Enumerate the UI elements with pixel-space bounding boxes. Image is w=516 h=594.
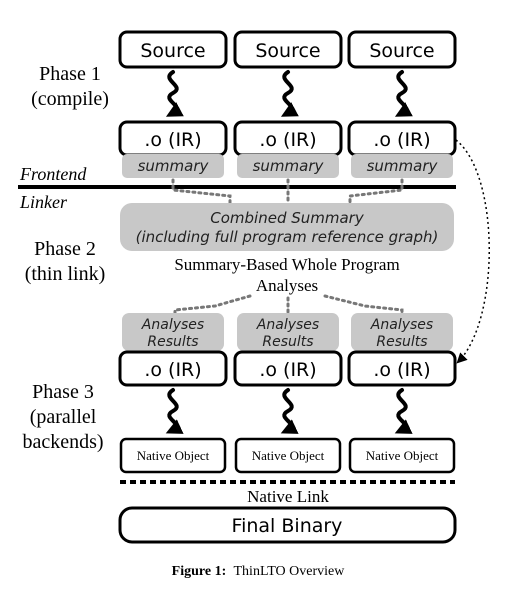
analyses-results-line-2b: Results <box>262 334 313 350</box>
phase-2-subtitle: (thin link) <box>25 263 106 285</box>
analyses-results-line-3a: Analyses <box>370 317 433 333</box>
source-box-1: Source <box>118 30 228 69</box>
summary-label-1: summary <box>138 157 210 175</box>
final-binary-label: Final Binary <box>232 515 343 537</box>
ir-object-box-1: .o (IR) <box>118 120 228 157</box>
analyses-link-3 <box>323 294 404 316</box>
ir-object-label-3: .o (IR) <box>373 129 430 151</box>
linker-label: Linker <box>19 192 68 212</box>
figure-caption-text: ThinLTO Overview <box>234 564 346 579</box>
combined-summary-subtitle: (including full program reference graph) <box>136 228 439 246</box>
phase-1-subtitle: (compile) <box>31 88 109 110</box>
native-link-label: Native Link <box>247 487 329 506</box>
whole-program-analyses-line-2: Analyses <box>256 276 318 295</box>
compile-arrow-1 <box>165 70 184 117</box>
summary-pill-2: summary <box>237 154 339 178</box>
backend-arrow-1 <box>165 388 184 434</box>
native-object-box-2: Native Object <box>234 437 342 474</box>
analyses-link-1 <box>173 294 252 316</box>
ir-backend-label-1: .o (IR) <box>144 359 201 381</box>
ir-backend-box-2: .o (IR) <box>233 350 343 387</box>
analyses-results-line-1a: Analyses <box>141 317 204 333</box>
summary-label-3: summary <box>367 157 439 175</box>
figure-caption: Figure 1: ThinLTO Overview <box>172 564 346 579</box>
ir-object-label-2: .o (IR) <box>259 129 316 151</box>
phase-1-label: Phase 1 (compile) <box>31 63 109 110</box>
backend-arrow-3 <box>394 388 413 434</box>
summary-link-1 <box>171 178 232 205</box>
compile-arrow-2 <box>280 70 299 117</box>
source-label-3: Source <box>369 40 434 62</box>
source-box-2: Source <box>233 30 343 69</box>
native-object-box-1: Native Object <box>119 437 227 474</box>
ir-object-label-1: .o (IR) <box>144 129 201 151</box>
ir-passthrough-arrow <box>455 139 490 364</box>
summary-label-2: summary <box>253 157 325 175</box>
ir-object-box-2: .o (IR) <box>233 120 343 157</box>
phase-3-subtitle-1: (parallel <box>30 406 97 428</box>
native-object-label-1: Native Object <box>137 448 210 463</box>
frontend-label: Frontend <box>19 164 87 184</box>
backend-arrow-2 <box>280 388 299 434</box>
final-binary-box: Final Binary <box>118 506 457 544</box>
combined-summary-box: Combined Summary (including full program… <box>120 203 454 251</box>
compile-arrow-3 <box>394 70 413 117</box>
analyses-results-line-3b: Results <box>376 334 427 350</box>
frontend-linker-divider <box>18 185 456 189</box>
summary-pill-1: summary <box>122 154 224 178</box>
ir-backend-box-1: .o (IR) <box>118 350 228 387</box>
analyses-results-pill-3: Analyses Results <box>351 313 453 351</box>
native-object-label-3: Native Object <box>366 448 439 463</box>
combined-summary-title: Combined Summary <box>210 209 365 227</box>
summary-pill-3: summary <box>351 154 453 178</box>
phase-2-label: Phase 2 (thin link) <box>25 238 106 285</box>
ir-object-box-3: .o (IR) <box>347 120 457 157</box>
figure-caption-prefix: Figure 1: <box>172 564 227 579</box>
analyses-results-pill-2: Analyses Results <box>237 313 339 351</box>
phase-3-label: Phase 3 (parallel backends) <box>22 381 103 453</box>
phase-3-title: Phase 3 <box>32 381 94 403</box>
source-box-3: Source <box>347 30 457 69</box>
analyses-results-line-1b: Results <box>147 334 198 350</box>
analyses-results-pill-1: Analyses Results <box>122 313 224 351</box>
phase-1-title: Phase 1 <box>39 63 101 85</box>
phase-2-title: Phase 2 <box>34 238 96 260</box>
source-label-1: Source <box>140 40 205 62</box>
ir-backend-label-3: .o (IR) <box>373 359 430 381</box>
native-object-box-3: Native Object <box>348 437 456 474</box>
native-object-label-2: Native Object <box>252 448 325 463</box>
whole-program-analyses-line-1: Summary-Based Whole Program <box>174 255 399 274</box>
ir-backend-box-3: .o (IR) <box>347 350 457 387</box>
summary-link-3 <box>348 178 404 205</box>
phase-3-subtitle-2: backends) <box>22 431 103 453</box>
ir-backend-label-2: .o (IR) <box>259 359 316 381</box>
analyses-results-line-2a: Analyses <box>256 317 319 333</box>
source-label-2: Source <box>255 40 320 62</box>
